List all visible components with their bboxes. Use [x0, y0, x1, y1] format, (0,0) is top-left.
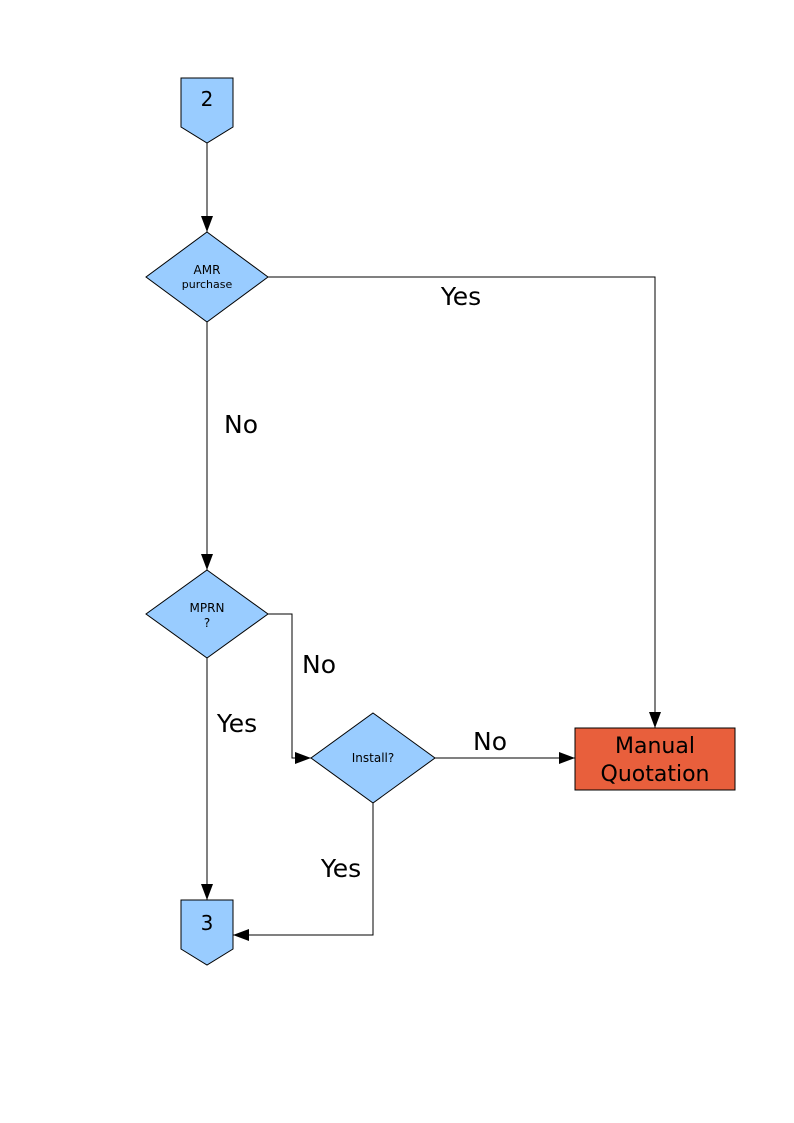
edge-install-yes-to-connector3 [233, 803, 374, 941]
node-manual-quotation: Manual Quotation [574, 727, 736, 791]
mprn-decision-label-line2: ? [204, 616, 210, 630]
edge-amr-yes-to-manual-quotation [268, 276, 661, 728]
manual-quotation-shape [574, 727, 736, 791]
install-decision-shape [310, 712, 436, 804]
manual-quotation-label-line2: Quotation [601, 762, 710, 787]
edge-label-mprn-yes: Yes [216, 709, 257, 738]
node-connector-2: 2 [180, 77, 234, 144]
edge-label-mprn-no: No [302, 650, 336, 679]
manual-quotation-label-line1: Manual [615, 734, 695, 759]
edge-label-install-no: No [473, 727, 507, 756]
mprn-decision-shape [145, 569, 269, 659]
edge-mprn-no-to-install [268, 613, 311, 764]
install-decision-label: Install? [352, 751, 395, 765]
amr-decision-shape [145, 231, 269, 323]
edge-label-amr-yes: Yes [440, 282, 481, 311]
connector-3-label: 3 [201, 911, 214, 935]
amr-decision-label-line1: AMR [194, 263, 221, 277]
edge-label-install-yes: Yes [320, 854, 361, 883]
node-amr-decision: AMR purchase [145, 231, 269, 323]
edge-label-amr-no: No [224, 410, 258, 439]
mprn-decision-label-line1: MPRN [190, 601, 225, 615]
connector-3-shape [180, 899, 234, 966]
connector-2-label: 2 [201, 87, 214, 111]
amr-decision-label-line2: purchase [182, 278, 233, 291]
connector-2-shape [180, 77, 234, 144]
node-mprn-decision: MPRN ? [145, 569, 269, 659]
node-connector-3: 3 [180, 899, 234, 966]
node-install-decision: Install? [310, 712, 436, 804]
